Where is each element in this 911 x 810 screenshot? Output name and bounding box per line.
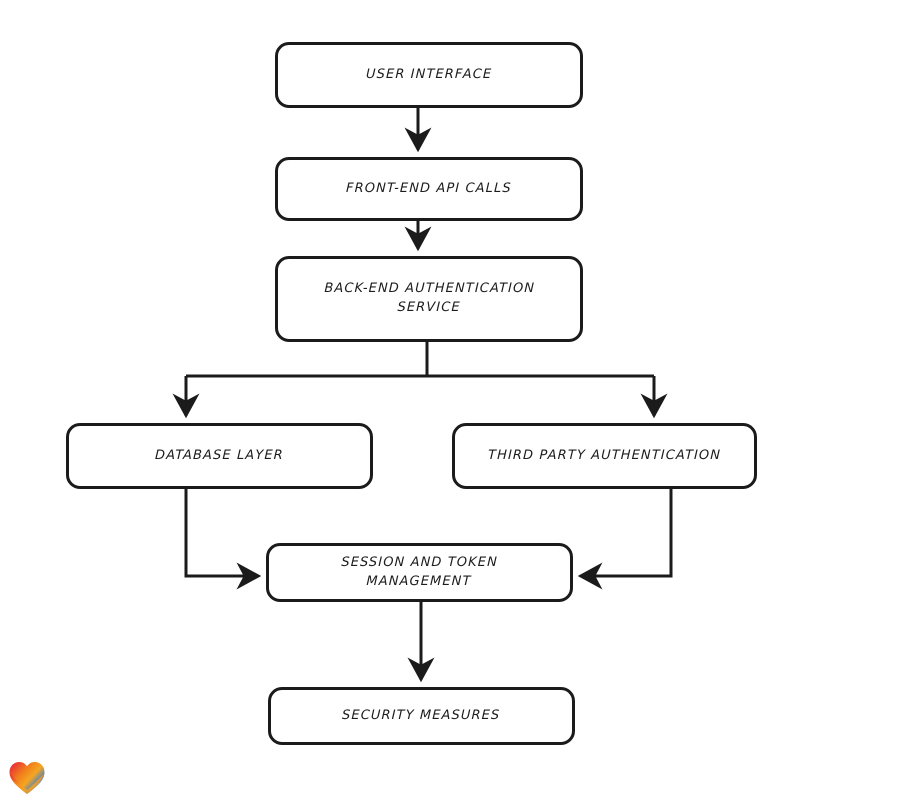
node-label: Front-End API Calls [345, 180, 513, 196]
node-label: User Interface [365, 66, 493, 82]
node-database-layer[interactable]: Database Layer [66, 423, 373, 489]
node-label: Third Party Authentication [487, 447, 722, 463]
edge-database-to-session [184, 489, 262, 590]
heart-icon [9, 762, 45, 794]
node-label: Back-End Authentication Service [323, 281, 536, 315]
node-label: Database Layer [154, 447, 285, 463]
node-backend-authentication-service[interactable]: Back-End Authentication Service [275, 256, 583, 342]
node-user-interface[interactable]: User Interface [275, 42, 583, 108]
node-frontend-api-calls[interactable]: Front-End API Calls [275, 157, 583, 221]
node-session-and-token-management[interactable]: Session and Token Management [266, 543, 573, 602]
node-security-measures[interactable]: Security Measures [268, 687, 575, 745]
node-third-party-authentication[interactable]: Third Party Authentication [452, 423, 757, 489]
edge-third-party-to-session [577, 489, 673, 590]
node-label: Session and Token Management [341, 554, 499, 589]
node-label: Security Measures [342, 707, 501, 723]
